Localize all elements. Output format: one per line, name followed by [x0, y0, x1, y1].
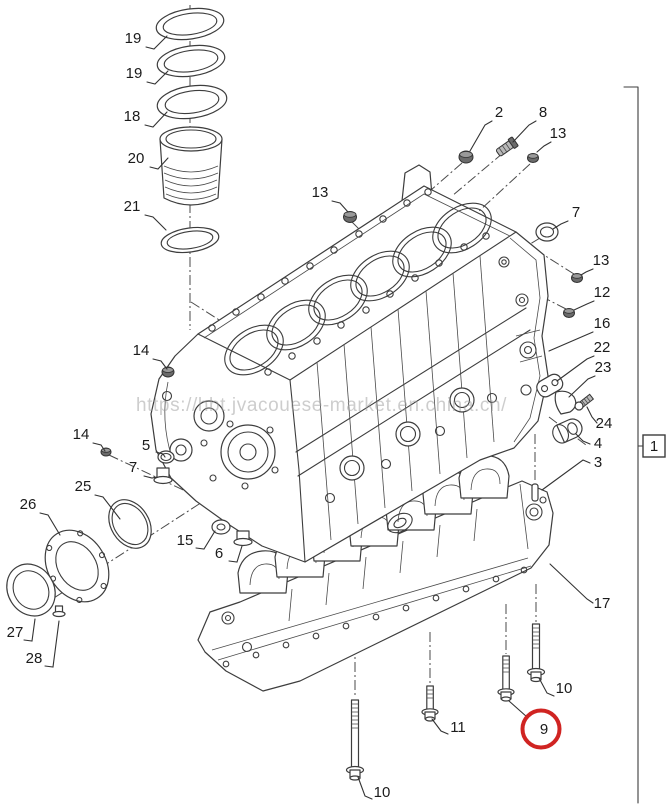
callout-14-b: 14 — [73, 426, 90, 443]
pan-bolts — [345, 623, 546, 781]
callout-3: 3 — [594, 454, 602, 471]
bolt-10-bottom — [345, 699, 365, 781]
washer-15 — [211, 519, 231, 535]
pan-details — [211, 483, 547, 668]
crank-seal-bore — [239, 443, 257, 461]
plug-13-left — [343, 211, 357, 223]
callout-14-a: 14 — [133, 342, 150, 359]
seal-ring-19-b — [156, 44, 226, 78]
callout-17: 17 — [594, 595, 611, 612]
bolt-28 — [52, 605, 66, 618]
seal-ring-19-a — [155, 7, 225, 41]
callout-labels: 19 19 18 20 21 13 2 8 13 7 13 12 16 22 2… — [7, 30, 613, 801]
deck-bolt-holes — [208, 188, 490, 376]
seal-ring-18 — [156, 84, 228, 120]
engine-block — [150, 164, 549, 563]
callout-13-b: 13 — [550, 125, 567, 142]
plug-13-right — [571, 273, 583, 283]
cylinder-liner-group — [155, 7, 228, 254]
assembly-reference: 1 — [623, 86, 666, 804]
reference-bracket-line — [623, 86, 639, 804]
callout-13-c: 13 — [593, 252, 610, 269]
callout-12: 12 — [594, 284, 611, 301]
highlight-circle-part-9 — [520, 708, 562, 750]
bushing-4 — [552, 418, 583, 444]
seal-ring-21 — [160, 226, 220, 254]
plug-2 — [458, 150, 474, 164]
cylinder-bores — [224, 202, 492, 376]
callout-2: 2 — [495, 104, 503, 121]
plug-13-top-right — [527, 153, 539, 163]
bolt-11 — [421, 685, 439, 722]
callout-4: 4 — [594, 435, 602, 452]
bolt-9 — [497, 655, 515, 702]
callout-13-a: 13 — [312, 184, 329, 201]
reference-label: 1 — [650, 438, 658, 455]
plugs-and-fittings — [100, 136, 595, 547]
callout-5: 5 — [142, 437, 150, 454]
plug-bolt-7-left — [153, 467, 173, 485]
callout-7-a: 7 — [572, 204, 580, 221]
plug-14-top — [161, 366, 175, 378]
callout-25: 25 — [75, 478, 92, 495]
oil-seal-27 — [6, 563, 56, 617]
block-front-cover — [161, 381, 279, 490]
cylinder-liner-20 — [159, 126, 223, 206]
plug-12 — [563, 308, 575, 318]
plug-bolt-6 — [233, 530, 253, 547]
bolt-24 — [574, 393, 595, 411]
o-ring-25 — [108, 499, 152, 549]
block-right-end — [498, 237, 543, 443]
plug-14-left — [100, 447, 112, 457]
dowel-pin-3 — [531, 483, 539, 502]
callout-26: 26 — [20, 496, 37, 513]
callout-27: 27 — [7, 624, 24, 641]
gasket-22 — [536, 373, 564, 398]
leader-lines — [23, 35, 598, 800]
callout-11: 11 — [450, 719, 466, 736]
engine-mount-boss — [519, 341, 537, 359]
bracket-23 — [554, 390, 577, 415]
cup-plug-7-right — [535, 222, 559, 242]
block-front-face — [295, 255, 531, 541]
callout-21: 21 — [124, 198, 141, 215]
reference-box — [642, 434, 666, 458]
fitting-8 — [495, 136, 519, 157]
callout-16: 16 — [594, 315, 611, 332]
callout-15: 15 — [177, 532, 194, 549]
front-seal-group — [6, 499, 152, 618]
callout-10-a: 10 — [556, 680, 573, 697]
callout-24: 24 — [596, 415, 613, 432]
callout-19-a: 19 — [125, 30, 142, 47]
callout-8: 8 — [539, 104, 547, 121]
callout-10-b: 10 — [374, 784, 391, 801]
bolt-10-right — [526, 623, 546, 683]
callout-23: 23 — [595, 359, 612, 376]
callout-20: 20 — [128, 150, 145, 167]
callout-19-b: 19 — [126, 65, 143, 82]
callout-18: 18 — [124, 108, 141, 125]
callout-6: 6 — [215, 545, 223, 562]
callout-28: 28 — [26, 650, 43, 667]
callout-22: 22 — [594, 339, 611, 356]
callout-7-b: 7 — [129, 459, 137, 476]
callout-9: 9 — [540, 721, 548, 738]
